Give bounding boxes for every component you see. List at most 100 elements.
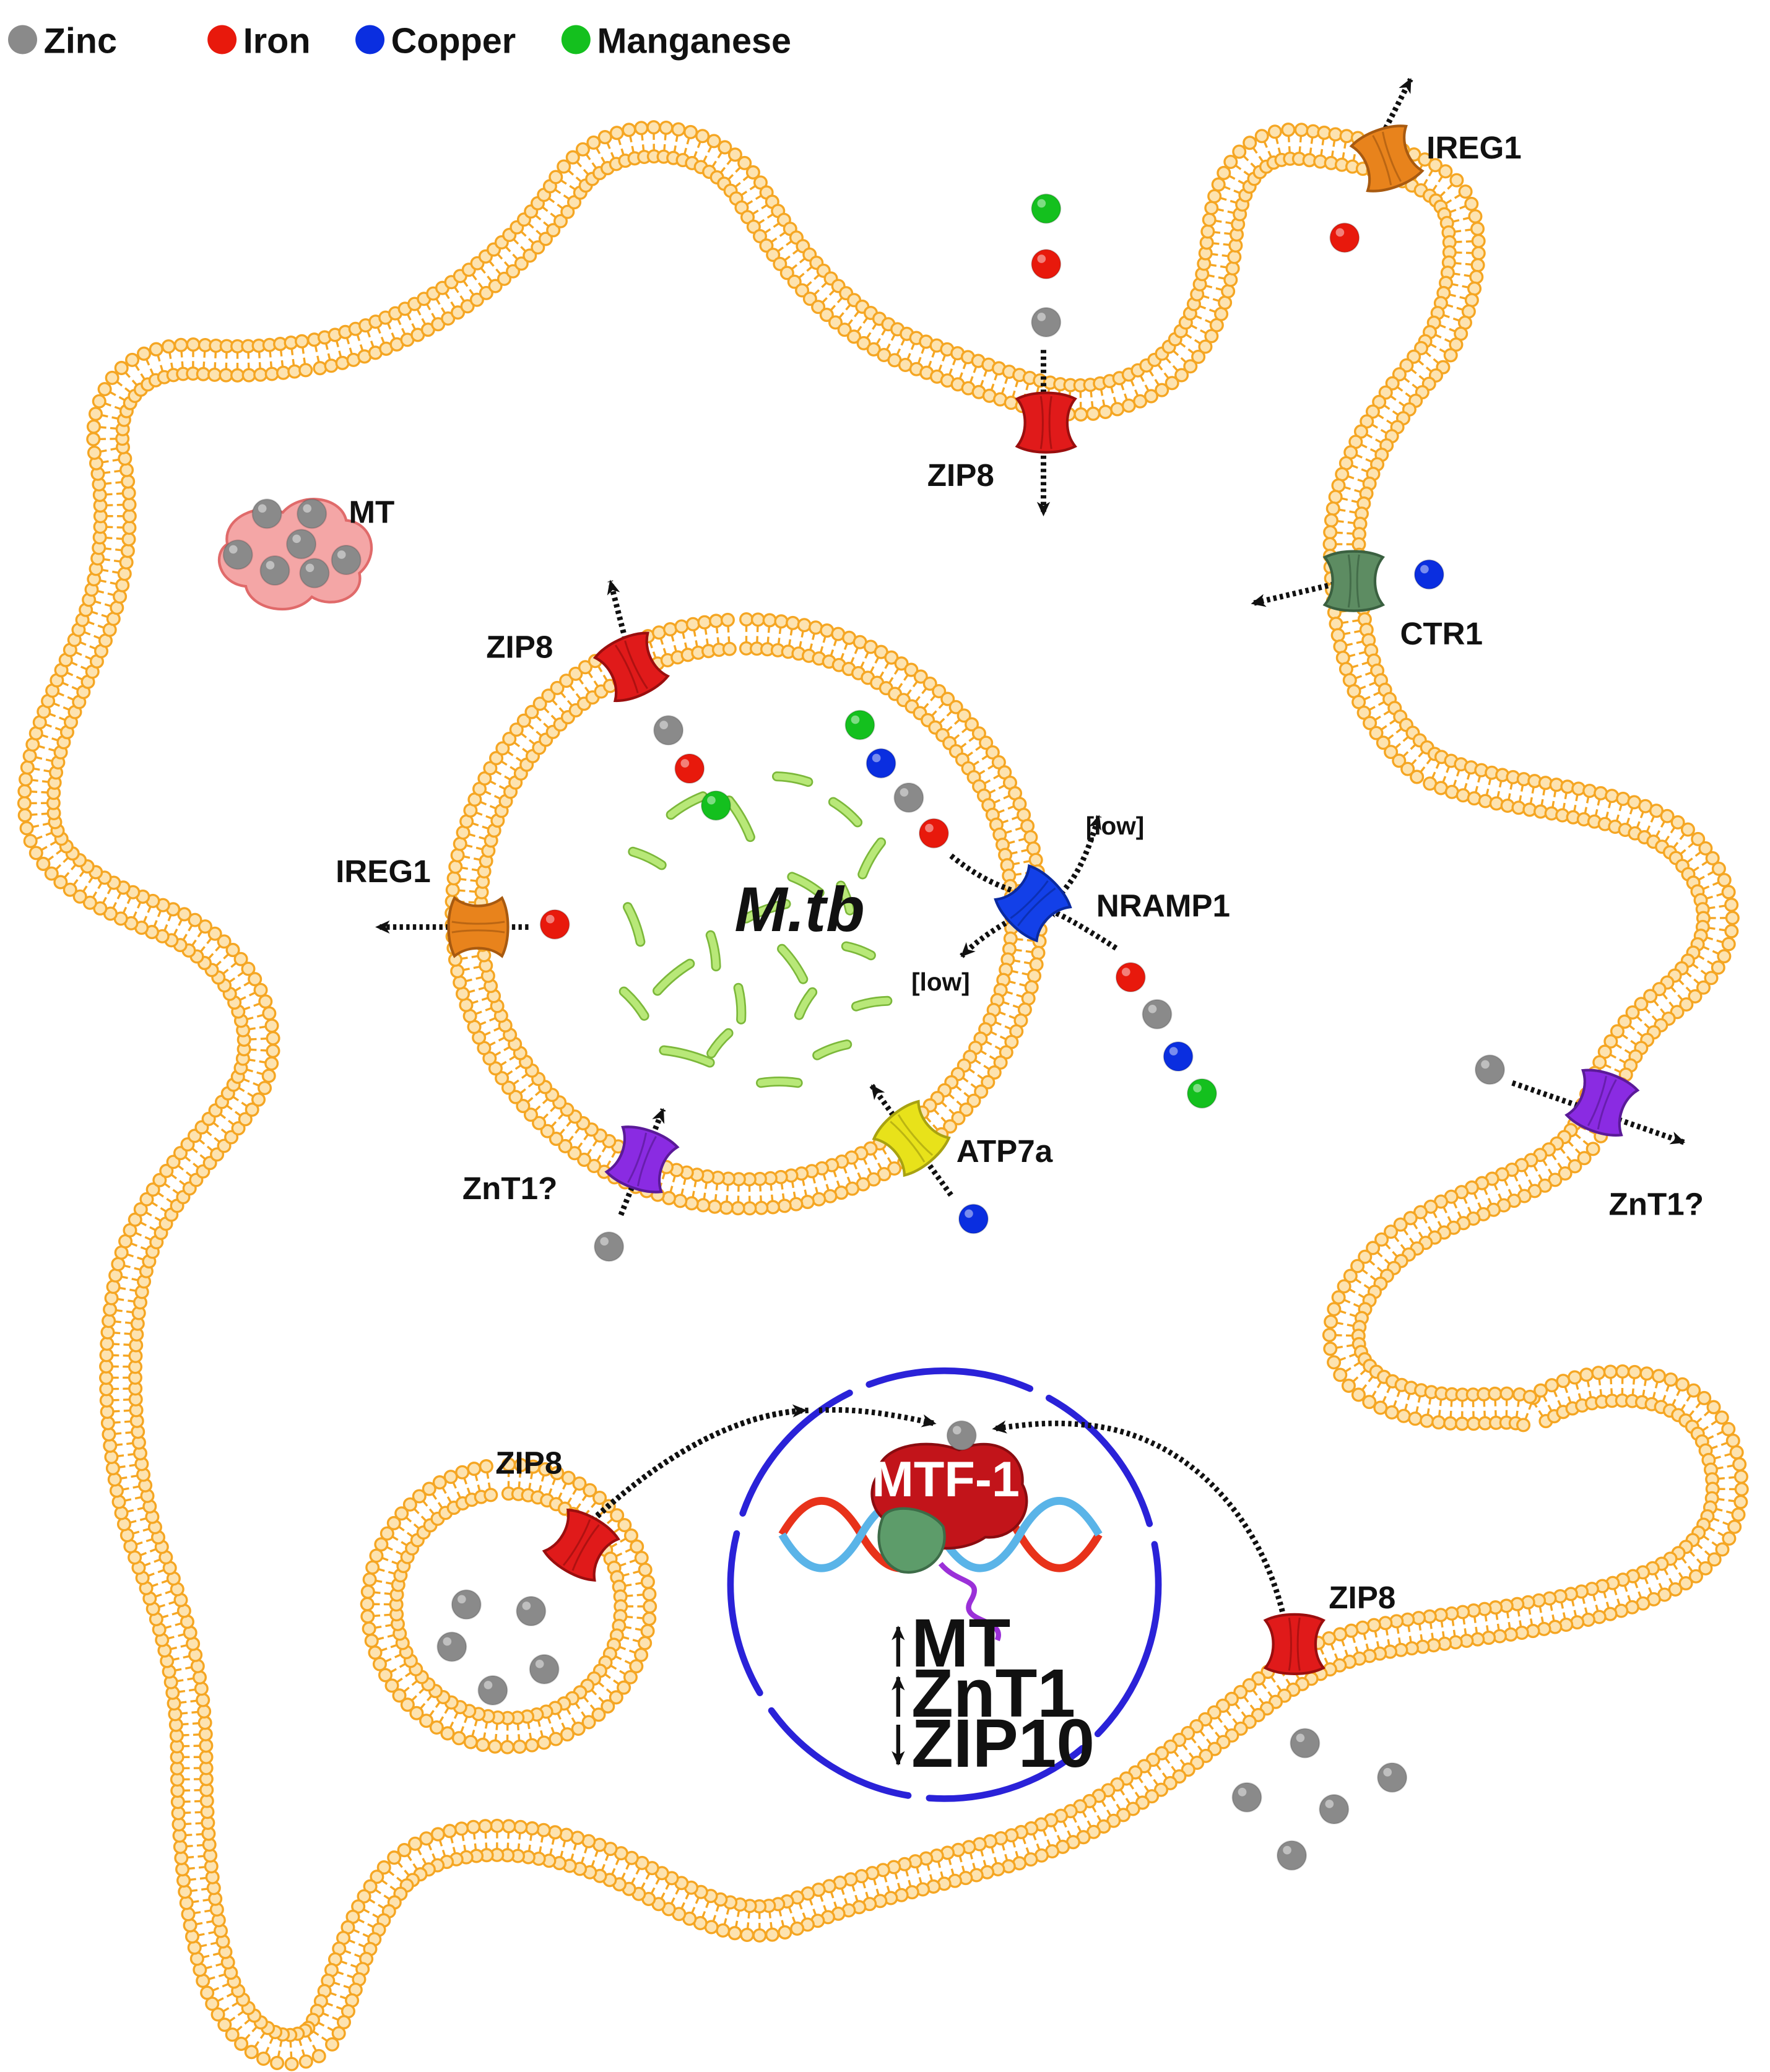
mtb-rod-fill [830,799,861,826]
zinc-ion [451,1589,482,1620]
ion-highlight [851,715,860,724]
mtf1-tail [938,1561,1001,1642]
ion-highlight [600,1237,609,1246]
ion-highlight [522,1602,531,1610]
zinc-ion [436,1631,467,1662]
mtb-rod-fill [661,1047,713,1066]
atp7a-transporter [872,1099,951,1177]
zinc-ion [1319,1793,1350,1825]
ion-highlight [872,753,881,763]
zinc-ion [331,544,362,576]
iron-ion [918,818,949,849]
ion-highlight [1148,1004,1157,1013]
iron-ion [1031,249,1062,280]
mtb-rod-fill [667,792,706,818]
zinc-ion [1142,999,1173,1029]
legend: Zinc Iron Copper Manganese [8,21,791,61]
zinc-ion [653,715,684,746]
mtb-rod-fill [852,997,891,1010]
nucleus: MTF-1 MT ZnT1 ZIP10 [727,1367,1162,1802]
ion-highlight [680,759,690,768]
manganese-ion [700,790,731,821]
transporters [447,124,1640,1675]
ion-highlight [1037,199,1046,208]
ireg1-outer-transporter [1349,124,1425,193]
zinc-ion [1031,306,1062,338]
mtb-rod-fill [624,903,644,945]
zip8-bottom-arrow [992,1420,1291,1638]
mtb-rod-fill [707,932,719,970]
ion-highlight [707,795,716,805]
mtb-rod-fill [654,960,693,994]
ion-highlight [659,721,669,729]
zinc-swatch [8,25,37,54]
gene-zip10-label: ZIP10 [911,1705,1095,1782]
zip8-vesicle-label: ZIP8 [495,1446,562,1481]
mtb-rod-fill [757,1078,802,1086]
manganese-ion [1031,193,1062,224]
zip8-vesicle-transporter [542,1508,620,1582]
ion-highlight [900,788,909,797]
zip8-phagosome-arrow [607,579,640,685]
zinc-ion [529,1654,560,1684]
mtb-rod-fill [789,873,823,896]
ion-highlight [1037,313,1046,321]
ion-highlight [266,561,275,570]
ireg1-phagosome-label: IREG1 [336,854,431,889]
mtf1-label: MTF-1 [872,1452,1020,1507]
ctr1-label: CTR1 [1400,616,1483,651]
ion-highlight [1037,254,1046,263]
copper-ion [958,1203,989,1234]
zinc-ion [1474,1054,1506,1085]
ion-highlight [545,914,555,924]
manganese-ion [1186,1078,1218,1109]
mtb-rod-fill [837,882,854,914]
vesicle-membrane-lipid-heads [360,1457,657,1754]
zinc-ion [259,555,290,586]
copper-ion [1413,559,1444,590]
zinc-ion [1290,1728,1321,1759]
ireg1-outer-label: IREG1 [1426,130,1522,165]
ion-highlight [292,534,301,544]
mtb-rod-fill [735,984,745,1023]
znt1-outer-transporter [1564,1069,1640,1137]
znt1-outer-label: ZnT1? [1608,1187,1704,1222]
ion-highlight [535,1660,544,1668]
ion-highlight [1383,1767,1392,1777]
zip8-bottom-transporter [1263,1613,1326,1675]
zip8-top-transporter [1015,391,1077,454]
ion-highlight [1193,1083,1202,1093]
mtf1-zinc-finger-domain [877,1507,946,1574]
ion-highlight [258,504,267,513]
phagosome-membrane [445,612,1048,1216]
zinc-ion [299,558,330,589]
iron-swatch [207,25,237,54]
ion-highlight [1169,1047,1178,1056]
mtb-label: M.tb [734,873,864,945]
ion-highlight [1238,1787,1247,1797]
legend-item-iron: Iron [207,21,311,61]
mtb-rod-fill [620,988,648,1020]
ctr1-transporter [1322,550,1386,612]
ion-highlight [305,563,315,573]
iron-ion [539,909,570,940]
mtb-rod-fill [778,945,807,983]
mtb-rod-fill [743,900,789,922]
iron-ion [1329,222,1360,253]
ion-highlight [952,1426,961,1435]
zinc-ion [594,1231,625,1262]
zinc-ion [893,782,924,813]
mtb-rod-fill [708,1029,732,1057]
znt1-phagosome-transporter [604,1125,680,1194]
zinc-ion [946,1420,977,1451]
ion-highlight [1121,968,1130,976]
zinc-ion [477,1675,508,1706]
zip8-phagosome-label: ZIP8 [486,629,553,664]
gene-mt-label: MT [911,1605,1010,1681]
nramp1-label: NRAMP1 [1096,888,1230,923]
copper-ion [865,748,896,779]
mtb-rod-fill [629,848,666,869]
legend-label: Manganese [597,21,791,61]
zinc-ion [516,1595,547,1627]
ion-highlight [1420,565,1429,574]
